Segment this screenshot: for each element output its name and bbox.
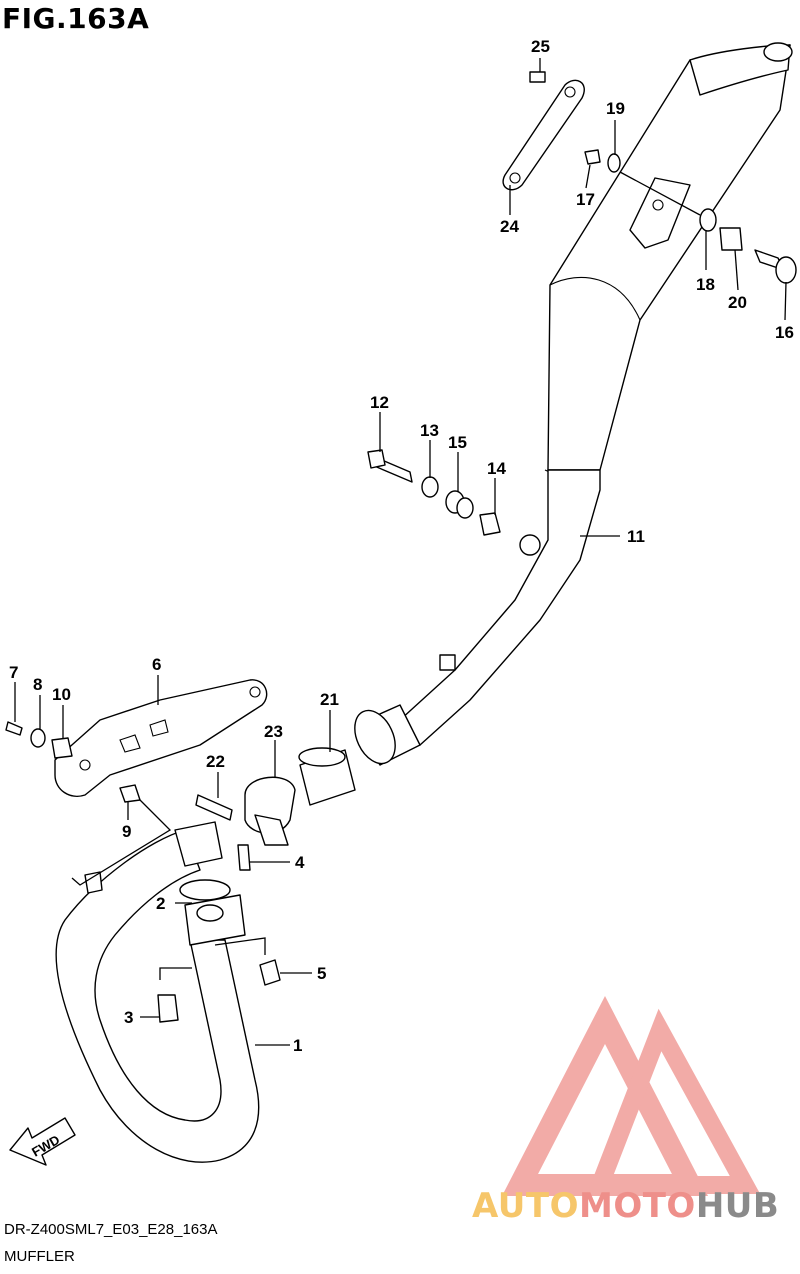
watermark-auto: AUTO [472,1186,579,1226]
part-label-20[interactable]: 20 [728,293,747,312]
small-hardware-top [529,71,797,284]
part-label-17[interactable]: 17 [576,190,595,209]
diagram-code: DR-Z400SML7_E03_E28_163A [4,1221,218,1238]
part-label-1[interactable]: 1 [293,1036,302,1055]
part-label-2[interactable]: 2 [156,894,165,913]
part-1-exhaust-pipe [55,821,260,1163]
part-label-19[interactable]: 19 [606,99,625,118]
part-label-3[interactable]: 3 [124,1008,133,1027]
part-label-15[interactable]: 15 [448,433,467,452]
part-6-bracket [54,679,268,797]
diagram-name: MUFFLER [4,1248,75,1265]
part-label-16[interactable]: 16 [775,323,794,342]
part-labels: 25 19 17 24 18 20 16 12 13 15 14 11 6 7 … [9,37,794,1055]
connector-pipe [244,747,356,846]
part-label-23[interactable]: 23 [264,722,283,741]
small-hardware-middle [367,449,501,536]
part-label-7[interactable]: 7 [9,663,18,682]
part-label-9[interactable]: 9 [122,822,131,841]
part-label-22[interactable]: 22 [206,752,225,771]
watermark-text: AUTOMOTOHUB [472,1186,779,1226]
fwd-arrow[interactable]: FWD [9,1117,76,1166]
part-label-4[interactable]: 4 [295,853,305,872]
part-label-5[interactable]: 5 [317,964,326,983]
watermark-logo [501,995,761,1196]
part-label-12[interactable]: 12 [370,393,389,412]
leader-lines [14,58,787,1046]
watermark-moto: MOTO [578,1186,696,1226]
part-label-24[interactable]: 24 [500,217,519,236]
part-label-21[interactable]: 21 [320,690,339,709]
part-label-14[interactable]: 14 [487,459,506,478]
part-label-25[interactable]: 25 [531,37,550,56]
part-label-8[interactable]: 8 [33,675,42,694]
part-label-18[interactable]: 18 [696,275,715,294]
small-hardware-lower [5,721,281,1023]
figure-title: FIG.163A [2,2,150,35]
muffler-body [354,42,793,766]
part-24-strap [502,79,585,191]
part-label-6[interactable]: 6 [152,655,161,674]
part-label-13[interactable]: 13 [420,421,439,440]
part-label-11[interactable]: 11 [627,527,645,546]
watermark-hub: HUB [695,1186,780,1226]
part-label-10[interactable]: 10 [52,685,71,704]
